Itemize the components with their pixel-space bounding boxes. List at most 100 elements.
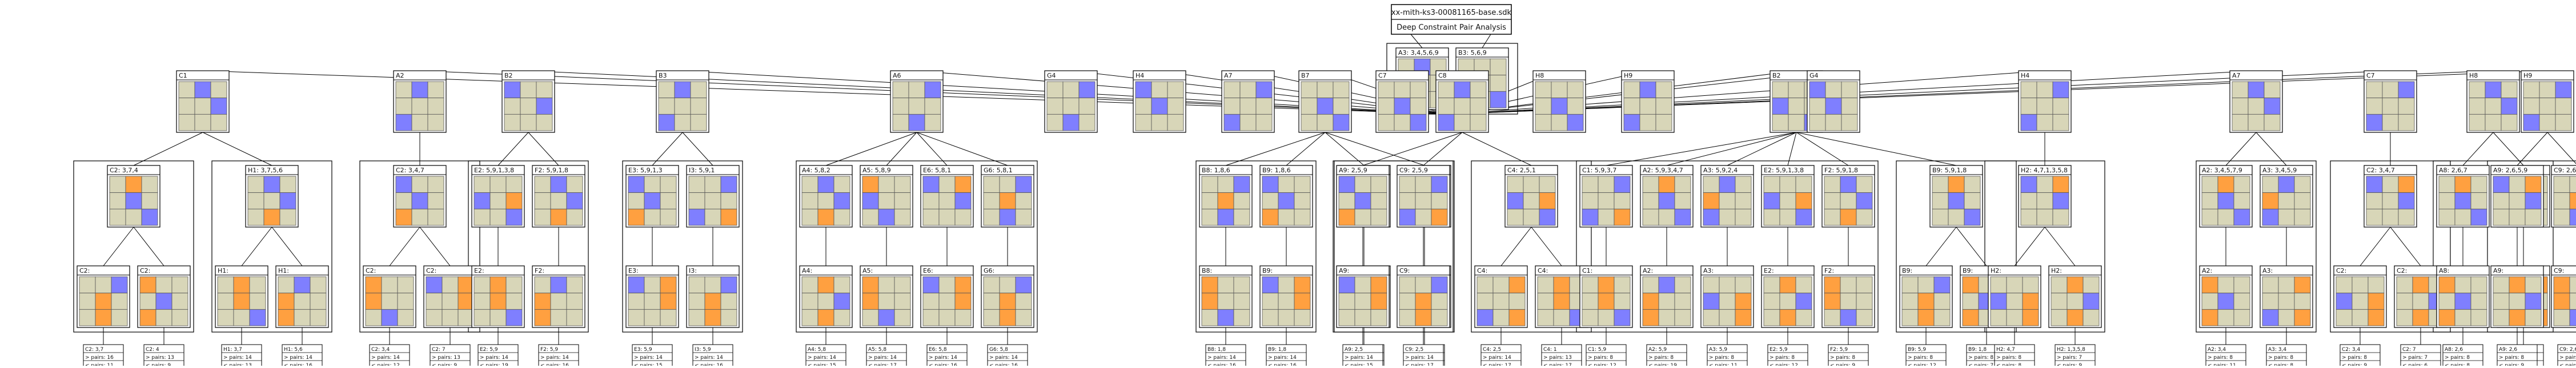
grid-node: H1: 3,7,5,6 xyxy=(245,165,299,228)
grid-cell xyxy=(1470,81,1487,99)
grid-cell xyxy=(2569,276,2576,294)
grid-cell xyxy=(1825,98,1842,115)
grid-cell xyxy=(2396,293,2413,310)
leaf-summary: A3: 3,4> pairs: 8< pairs: 8 xyxy=(2266,344,2307,368)
grid-cell xyxy=(2553,293,2570,310)
grid-cell xyxy=(999,276,1016,294)
leaf-summary: A9: 2,5> pairs: 14< pairs: 15 xyxy=(1342,344,1383,368)
leaf-greater-pairs: > pairs: 13 xyxy=(432,355,460,361)
grid-cell xyxy=(566,309,583,326)
group-frame xyxy=(2196,160,2317,333)
grid-cell xyxy=(2233,309,2250,326)
grid-node: H8 xyxy=(2466,70,2520,133)
grid-cell xyxy=(999,309,1016,326)
grid-cell xyxy=(427,192,444,209)
grid-cell xyxy=(1642,309,1659,326)
grid-cell xyxy=(1642,293,1659,310)
grid-cell xyxy=(1856,208,1873,226)
grid-cell xyxy=(411,81,428,99)
grid-cell xyxy=(878,309,895,326)
grid-cell xyxy=(862,309,879,326)
node-label: A9: xyxy=(1339,267,1349,274)
grid-cell xyxy=(922,276,940,294)
grid-cell xyxy=(395,98,412,115)
grid-cell xyxy=(894,276,911,294)
grid-cell xyxy=(1901,309,1919,326)
grid-cell xyxy=(1825,81,1842,99)
leaf-summary: C4: 2,5> pairs: 14< pairs: 17 xyxy=(1480,344,1522,368)
grid-cell xyxy=(1553,293,1570,310)
grid-cell xyxy=(983,208,1000,226)
grid-cell xyxy=(2368,293,2385,310)
grid-cell xyxy=(1431,276,1448,294)
grid-cell xyxy=(688,293,705,310)
grid-cell xyxy=(263,208,280,226)
grid-cell xyxy=(1046,114,1064,131)
grid-cell xyxy=(1167,114,1184,131)
grid-node: H8 xyxy=(1532,70,1586,133)
grid-cell xyxy=(2366,176,2383,193)
grid-cell xyxy=(1354,276,1371,294)
leaf-label: H1: 3,7 xyxy=(223,347,242,353)
grid-cell xyxy=(2232,98,2249,115)
grid-cell xyxy=(1338,293,1355,310)
grid-cell xyxy=(458,309,475,326)
grid-node: A2 xyxy=(393,70,447,133)
grid-cell xyxy=(1841,98,1858,115)
grid-cell xyxy=(862,192,879,209)
grid-cell xyxy=(550,176,567,193)
leaf-greater-pairs: > pairs: 14 xyxy=(695,355,723,361)
grid-cell xyxy=(924,81,941,99)
grid-cell xyxy=(1294,208,1311,226)
grid-cell xyxy=(2352,309,2369,326)
grid-node: G6: xyxy=(981,265,1034,328)
grid-cell xyxy=(294,293,311,310)
grid-cell xyxy=(2493,208,2510,226)
grid-cell xyxy=(1301,114,1318,131)
grid-cell xyxy=(1201,192,1218,209)
grid-cell xyxy=(892,98,909,115)
grid-cell xyxy=(1962,276,1979,294)
grid-node: E3: xyxy=(625,265,679,328)
grid-cell xyxy=(155,293,172,310)
node-label: H2: xyxy=(1991,267,2001,274)
grid-cell xyxy=(2469,98,2486,115)
grid-cell xyxy=(534,192,551,209)
grid-cell xyxy=(2052,176,2069,193)
grid-cell xyxy=(1151,98,1168,115)
grid-cell xyxy=(310,293,327,310)
leaf-lesser-pairs: < pairs: 9 xyxy=(2559,363,2576,366)
leaf-lesser-pairs: < pairs: 9 xyxy=(432,363,457,366)
grid-cell xyxy=(1598,293,1615,310)
tree-edge xyxy=(1787,132,1797,166)
leaf-lesser-pairs: < pairs: 11 xyxy=(1709,363,1738,366)
leaf-greater-pairs: > pairs: 14 xyxy=(1268,355,1297,361)
node-label: A3: 3,4,5,9 xyxy=(2262,167,2297,174)
tree-edge xyxy=(2014,227,2045,266)
grid-cell xyxy=(1917,276,1935,294)
node-label: A5: 5,8,9 xyxy=(862,167,891,174)
grid-cell xyxy=(1062,98,1080,115)
grid-cell xyxy=(908,81,925,99)
grid-cell xyxy=(1539,192,1556,209)
node-label: E6: xyxy=(923,267,933,274)
grid-cell xyxy=(704,192,721,209)
grid-cell xyxy=(442,309,459,326)
leaf-lesser-pairs: < pairs: 12 xyxy=(1770,363,1798,366)
grid-cell xyxy=(2201,309,2218,326)
grid-cell xyxy=(999,208,1016,226)
grid-cell xyxy=(1856,176,1873,193)
grid-cell xyxy=(381,309,398,326)
leaf-lesser-pairs: < pairs: 15 xyxy=(634,363,663,366)
leaf-lesser-pairs: < pairs: 16 xyxy=(1207,363,1236,366)
node-label: B9: xyxy=(1963,267,1973,274)
leaf-label: G6: 5,8 xyxy=(989,347,1008,353)
grid-node: H1: xyxy=(275,265,329,328)
leaf-summary: A3: 5,9> pairs: 8< pairs: 11 xyxy=(1707,344,1748,368)
grid-cell xyxy=(1507,208,1524,226)
grid-node: C9: 2,5,9 xyxy=(1397,165,1450,228)
tree-edge xyxy=(1500,227,1532,266)
grid-cell xyxy=(954,276,972,294)
grid-cell xyxy=(2485,81,2502,99)
leaf-lesser-pairs: < pairs: 16 xyxy=(989,363,1018,366)
